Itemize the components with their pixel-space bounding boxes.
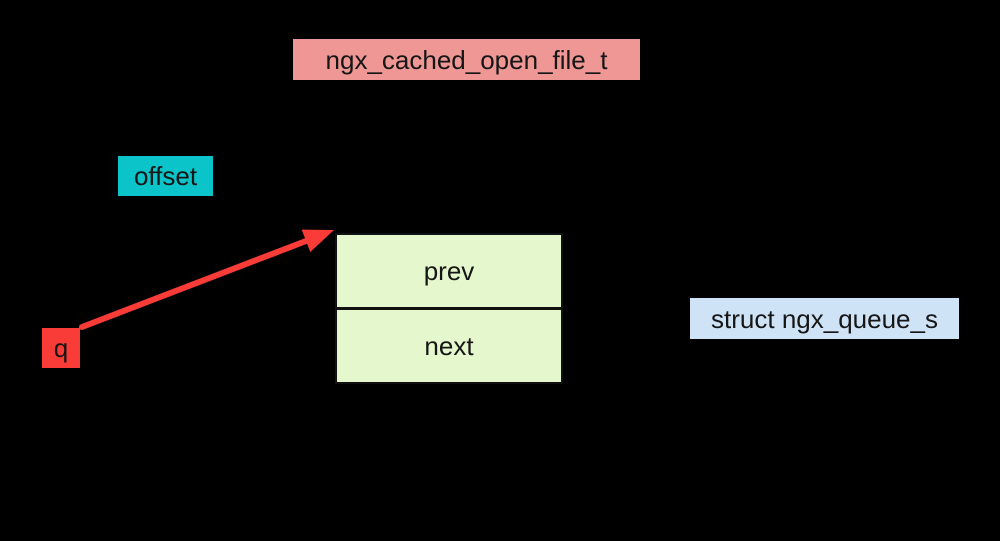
q-pointer-label: q (53, 333, 69, 363)
pointer-arrow-shaft (79, 238, 309, 330)
struct-type-title-box: ngx_cached_open_file_t (293, 39, 640, 80)
struct-field-prev: prev (337, 235, 561, 307)
offset-label: offset (133, 161, 198, 191)
q-pointer-box: q (42, 328, 80, 368)
struct-name-label: struct ngx_queue_s (711, 303, 938, 334)
offset-label-box: offset (118, 156, 213, 196)
queue-struct-box: prev next (335, 233, 563, 384)
struct-type-title-label: ngx_cached_open_file_t (325, 44, 608, 75)
struct-field-next: next (337, 307, 561, 382)
struct-field-next-label: next (424, 330, 474, 361)
pointer-arrow-head (301, 229, 334, 252)
struct-field-prev-label: prev (423, 255, 475, 286)
struct-name-box: struct ngx_queue_s (690, 298, 959, 339)
